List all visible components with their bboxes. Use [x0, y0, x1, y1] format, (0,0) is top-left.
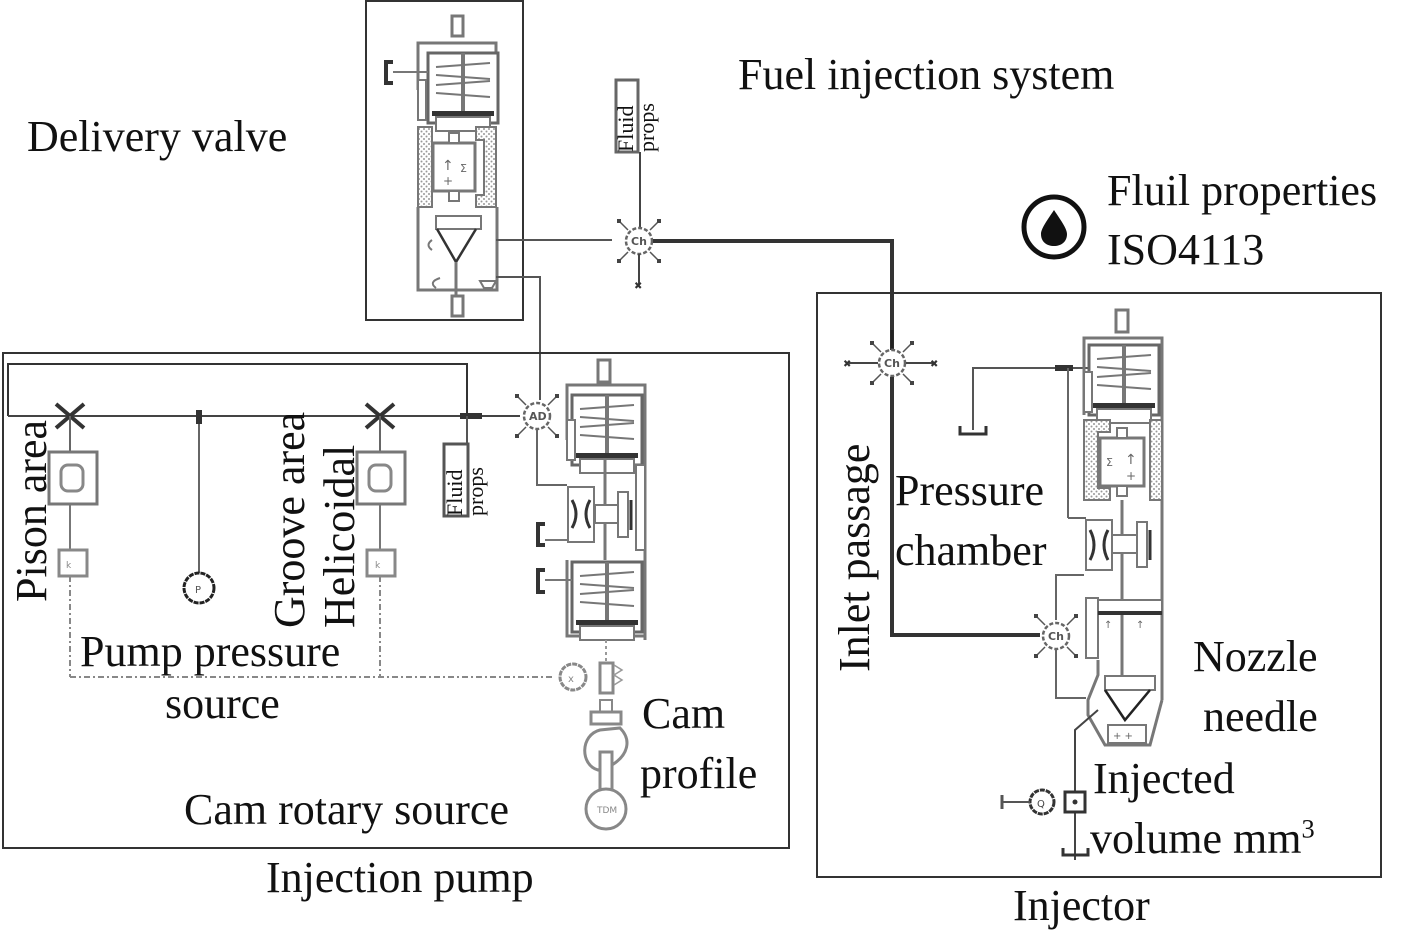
svg-text:Σ: Σ	[460, 162, 467, 175]
high-pressure-pipe	[653, 239, 894, 350]
fluid-properties-label-line2: ISO4113	[1107, 225, 1265, 274]
svg-text:↑: ↑	[442, 158, 454, 174]
chamber-symbol-text: Ch	[631, 235, 647, 248]
svg-text:+ +: + +	[1113, 731, 1133, 742]
pison-area-label: Pison area	[7, 419, 56, 602]
injection-pump-box: k P k AD	[2, 352, 790, 849]
droplet-icon	[1021, 194, 1087, 260]
pison-area-component: k	[47, 402, 99, 677]
chamber-symbol-text: AD	[529, 410, 547, 423]
fluid-props-top-label: Fluid props	[613, 103, 659, 152]
cam-profile-line2: profile	[640, 749, 758, 798]
svg-text:+: +	[1126, 469, 1136, 483]
nozzle-needle-line2: needle	[1203, 692, 1318, 741]
groove-area-label: Groove area	[265, 411, 314, 628]
svg-text:↑: ↑	[1136, 620, 1144, 631]
cam-rotary-source-label: Cam rotary source	[184, 785, 509, 834]
svg-text:k: k	[375, 561, 381, 571]
injected-volume-exponent: 3	[1301, 813, 1315, 844]
svg-text:x: x	[568, 674, 574, 685]
fluid-props-block-top	[614, 78, 641, 228]
svg-text:Σ: Σ	[1106, 456, 1113, 469]
chamber-node-injector: Ch	[1032, 612, 1080, 660]
chamber-node-inlet: Ch	[868, 339, 916, 387]
chamber-symbol-text: Ch	[1048, 630, 1064, 643]
pump-pressure-source-line1: Pump pressure	[80, 627, 341, 676]
injector-box: Ch ✖ ✖ Σ ↑ +	[816, 292, 1382, 878]
svg-text:↑: ↑	[1104, 620, 1112, 631]
injected-volume-line2: volume mm3	[1090, 814, 1315, 863]
inlet-passage-label: Inlet passage	[830, 443, 879, 672]
chamber-symbol-text: Ch	[884, 357, 900, 370]
svg-text:+: +	[443, 174, 453, 188]
svg-text:k: k	[66, 561, 72, 571]
fuel-injection-system-title: Fuel injection system	[738, 50, 1115, 99]
nozzle-needle-line1: Nozzle	[1193, 632, 1318, 681]
helicoidal-groove-component: k	[355, 402, 407, 677]
chamber-node-top: Ch	[615, 217, 663, 265]
svg-text:✖: ✖	[930, 359, 938, 370]
injection-pump-label: Injection pump	[266, 853, 534, 902]
svg-text:Q: Q	[1037, 799, 1045, 810]
helicoidal-label: Helicoidal	[315, 444, 364, 628]
pressure-chamber-line2: chamber	[895, 526, 1047, 575]
svg-text:✖: ✖	[634, 281, 642, 292]
svg-text:TDM: TDM	[596, 806, 617, 816]
delivery-valve-label: Delivery valve	[27, 112, 288, 161]
fluid-properties-label-line1: Fluil properties	[1107, 166, 1378, 215]
injected-volume-unit: volume mm	[1090, 814, 1302, 863]
cam-profile-line1: Cam	[642, 689, 726, 738]
injected-volume-line1: Injected	[1093, 754, 1235, 803]
svg-text:✖: ✖	[843, 359, 851, 370]
fluid-props-top-line2: props	[633, 103, 659, 152]
fluid-props-pump-line2: props	[462, 467, 488, 516]
fluid-props-pump-label: Fluid props	[442, 467, 488, 516]
pump-chamber-node: AD	[513, 392, 561, 440]
svg-text:P: P	[195, 585, 201, 596]
pump-pressure-source-line2: source	[165, 679, 280, 728]
delivery-valve-box: ↑ Σ +	[365, 0, 612, 400]
pressure-gauge-component: P	[182, 410, 216, 605]
svg-text:↑: ↑	[1125, 452, 1137, 468]
injector-label: Injector	[1013, 881, 1150, 930]
pressure-chamber-line1: Pressure	[895, 466, 1045, 515]
